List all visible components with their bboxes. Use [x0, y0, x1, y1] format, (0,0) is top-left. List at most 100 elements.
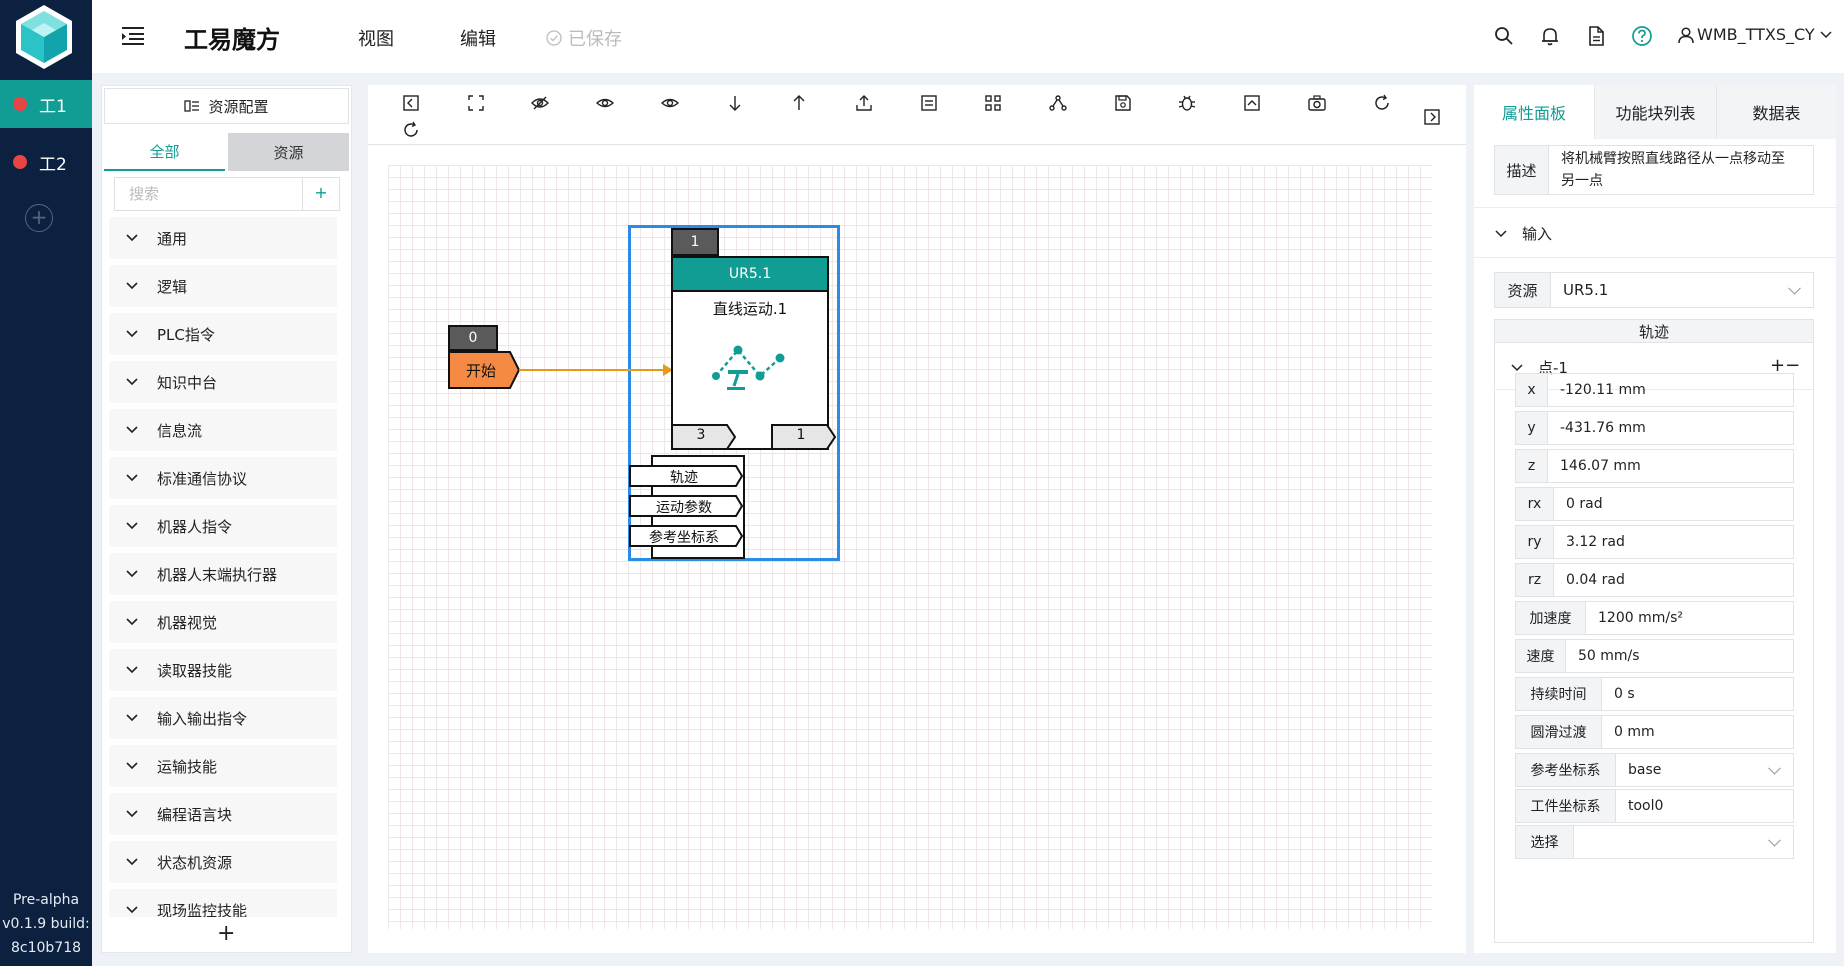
- save-icon[interactable]: [1113, 93, 1133, 113]
- canvas-area: [368, 85, 1466, 953]
- fit-screen-icon[interactable]: [466, 93, 486, 113]
- category-item[interactable]: 编程语言块: [109, 793, 337, 835]
- category-item[interactable]: PLC指令: [109, 313, 337, 355]
- tab-block-list[interactable]: 功能块列表: [1594, 85, 1716, 139]
- camera-icon[interactable]: [1307, 93, 1327, 113]
- tab-resources[interactable]: 资源: [228, 133, 349, 171]
- eye-icon[interactable]: [660, 93, 680, 113]
- category-item[interactable]: 通用: [109, 217, 337, 259]
- upload-icon[interactable]: [854, 93, 874, 113]
- point-field-value[interactable]: 146.07 mm: [1560, 458, 1641, 474]
- search-input[interactable]: [114, 177, 302, 211]
- input-section-header[interactable]: 输入: [1494, 223, 1552, 244]
- chevron-down-icon: [126, 330, 138, 338]
- divider: [1474, 257, 1836, 258]
- eye-off-icon[interactable]: [530, 93, 550, 113]
- eye-icon[interactable]: [595, 93, 615, 113]
- category-item[interactable]: 输入输出指令: [109, 697, 337, 739]
- point-field-value[interactable]: 1200 mm/s²: [1598, 610, 1683, 626]
- param-motion[interactable]: 运动参数: [656, 500, 712, 516]
- input-section-label: 输入: [1522, 225, 1553, 243]
- add-workspace-button[interactable]: +: [25, 204, 53, 232]
- bug-icon[interactable]: [1177, 93, 1197, 113]
- param-reference-frame[interactable]: 参考坐标系: [649, 530, 719, 546]
- tab-properties[interactable]: 属性面板: [1474, 85, 1594, 139]
- category-label: 标准通信协议: [157, 469, 248, 488]
- point-field-value[interactable]: 0 mm: [1614, 724, 1655, 740]
- point-field-value[interactable]: 3.12 rad: [1566, 534, 1625, 550]
- arrow-down-icon[interactable]: [725, 93, 745, 113]
- flow-canvas[interactable]: [388, 165, 1432, 929]
- point-add-remove-buttons[interactable]: +−: [1770, 355, 1801, 376]
- resource-value[interactable]: UR5.1: [1551, 273, 1813, 307]
- collapse-right-icon[interactable]: [1422, 107, 1442, 127]
- start-block-label: 开始: [465, 361, 496, 380]
- settings-panel-icon[interactable]: [919, 93, 939, 113]
- category-item[interactable]: 知识中台: [109, 361, 337, 403]
- point-field-value[interactable]: tool0: [1628, 798, 1664, 814]
- point-field-value[interactable]: base: [1616, 754, 1793, 786]
- tab-all[interactable]: 全部: [104, 133, 225, 171]
- menu-edit[interactable]: 编辑: [460, 29, 496, 50]
- search-icon[interactable]: [1493, 25, 1515, 47]
- resource-select[interactable]: 资源 UR5.1: [1494, 272, 1814, 308]
- point-field-key: z: [1516, 450, 1548, 482]
- user-menu[interactable]: WMB_TTXS_CY: [1677, 25, 1833, 44]
- unsaved-dot-icon: [13, 97, 27, 111]
- point-field-value[interactable]: [1574, 826, 1793, 858]
- category-item[interactable]: 机器视觉: [109, 601, 337, 643]
- refresh-icon[interactable]: [1372, 93, 1392, 113]
- category-item[interactable]: 信息流: [109, 409, 337, 451]
- start-block[interactable]: [448, 351, 520, 389]
- chevron-down-icon: [1820, 30, 1832, 38]
- top-bar: 工易魔方 视图 编辑 已保存 WMB_TTXS_CY: [92, 0, 1844, 73]
- category-item[interactable]: 标准通信协议: [109, 457, 337, 499]
- chevron-down-icon: [126, 426, 138, 434]
- workspace-tab-2[interactable]: 工2: [0, 138, 92, 186]
- point-field-value[interactable]: 0.04 rad: [1566, 572, 1625, 588]
- selection-box[interactable]: [628, 225, 840, 561]
- category-item[interactable]: 状态机资源: [109, 841, 337, 883]
- category-item[interactable]: 机器人指令: [109, 505, 337, 547]
- document-icon[interactable]: [1585, 25, 1607, 47]
- collapse-left-icon[interactable]: [401, 93, 421, 113]
- resource-config-button[interactable]: 资源配置: [104, 88, 349, 124]
- point-field-value[interactable]: 0 s: [1614, 686, 1635, 702]
- search-add-button[interactable]: +: [302, 177, 340, 211]
- network-icon[interactable]: [1048, 93, 1068, 113]
- point-field-value[interactable]: -120.11 mm: [1560, 382, 1646, 398]
- motion-port-right-label: 1: [796, 427, 806, 443]
- menu-toggle-icon[interactable]: [120, 24, 146, 48]
- motion-port-left[interactable]: [671, 424, 737, 450]
- qr-code-icon[interactable]: [983, 93, 1003, 113]
- motion-port-right[interactable]: [771, 424, 837, 450]
- arrow-up-icon[interactable]: [789, 93, 809, 113]
- category-item[interactable]: 逻辑: [109, 265, 337, 307]
- point-field-value[interactable]: 0 rad: [1566, 496, 1603, 512]
- expand-up-icon[interactable]: [1242, 93, 1262, 113]
- menu-view[interactable]: 视图: [358, 29, 394, 50]
- bell-icon[interactable]: [1539, 25, 1561, 47]
- user-icon: [1678, 26, 1694, 43]
- category-item[interactable]: 运输技能: [109, 745, 337, 787]
- param-trajectory[interactable]: 轨迹: [670, 470, 698, 486]
- point-field-value[interactable]: -431.76 mm: [1560, 420, 1646, 436]
- point-field-row: x-120.11 mm: [1515, 373, 1794, 407]
- category-label: 运输技能: [157, 757, 218, 776]
- category-label: 信息流: [157, 421, 203, 440]
- category-item[interactable]: 机器人末端执行器: [109, 553, 337, 595]
- tab-data-table[interactable]: 数据表: [1716, 85, 1836, 139]
- add-category-button[interactable]: +: [217, 921, 236, 946]
- point-field-value[interactable]: 50 mm/s: [1578, 648, 1640, 664]
- help-icon[interactable]: [1631, 25, 1653, 47]
- workspace-tab-1[interactable]: 工1: [0, 80, 92, 128]
- user-name: WMB_TTXS_CY: [1697, 25, 1815, 44]
- category-item[interactable]: 现场监控技能: [109, 889, 337, 917]
- refresh-icon[interactable]: [401, 120, 421, 140]
- category-label: 机器人指令: [157, 517, 233, 536]
- category-item[interactable]: 读取器技能: [109, 649, 337, 691]
- chevron-down-icon: [126, 378, 138, 386]
- point-section-header[interactable]: 点-1: [1510, 357, 1568, 378]
